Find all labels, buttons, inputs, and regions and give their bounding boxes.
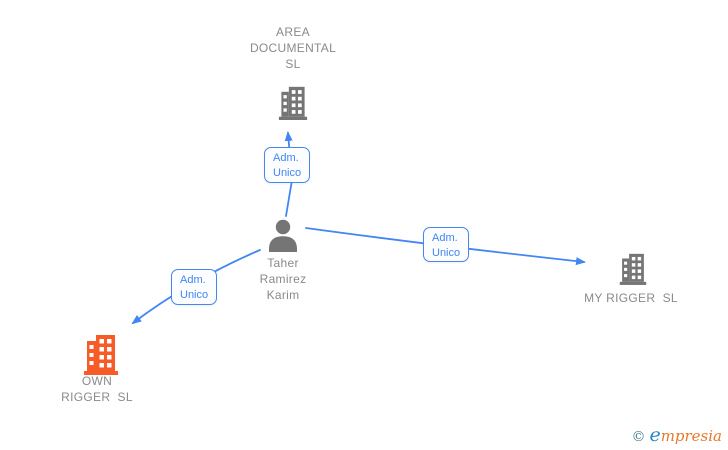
person-node-taher-ramirez-karim[interactable] [266, 219, 300, 252]
empresia-watermark[interactable]: ©empresia [631, 424, 722, 446]
person-label-taher-ramirez-karim[interactable]: Taher Ramirez Karim [259, 256, 307, 302]
edge-badge-adm-unico-right: Adm. Unico [423, 227, 469, 262]
building-icon [278, 86, 308, 120]
person-icon [269, 219, 297, 252]
building-icon [84, 335, 118, 375]
building-icon [619, 253, 647, 285]
company-node-my-rigger[interactable] [619, 253, 647, 285]
company-label-own-rigger[interactable]: OWN RIGGER SL [61, 374, 133, 404]
empresia-logo-initial: e [649, 424, 661, 446]
copyright-icon: © [631, 429, 646, 445]
empresia-logo-text: mpresia [660, 427, 722, 445]
company-node-area-documental[interactable] [278, 86, 308, 120]
company-label-area-documental[interactable]: AREA DOCUMENTAL SL [249, 25, 337, 71]
company-node-own-rigger[interactable] [83, 334, 119, 375]
edge-badge-adm-unico-left: Adm. Unico [171, 269, 217, 305]
edge-badge-adm-unico-top: Adm. Unico [264, 147, 310, 183]
company-label-my-rigger[interactable]: MY RIGGER SL [584, 291, 678, 305]
